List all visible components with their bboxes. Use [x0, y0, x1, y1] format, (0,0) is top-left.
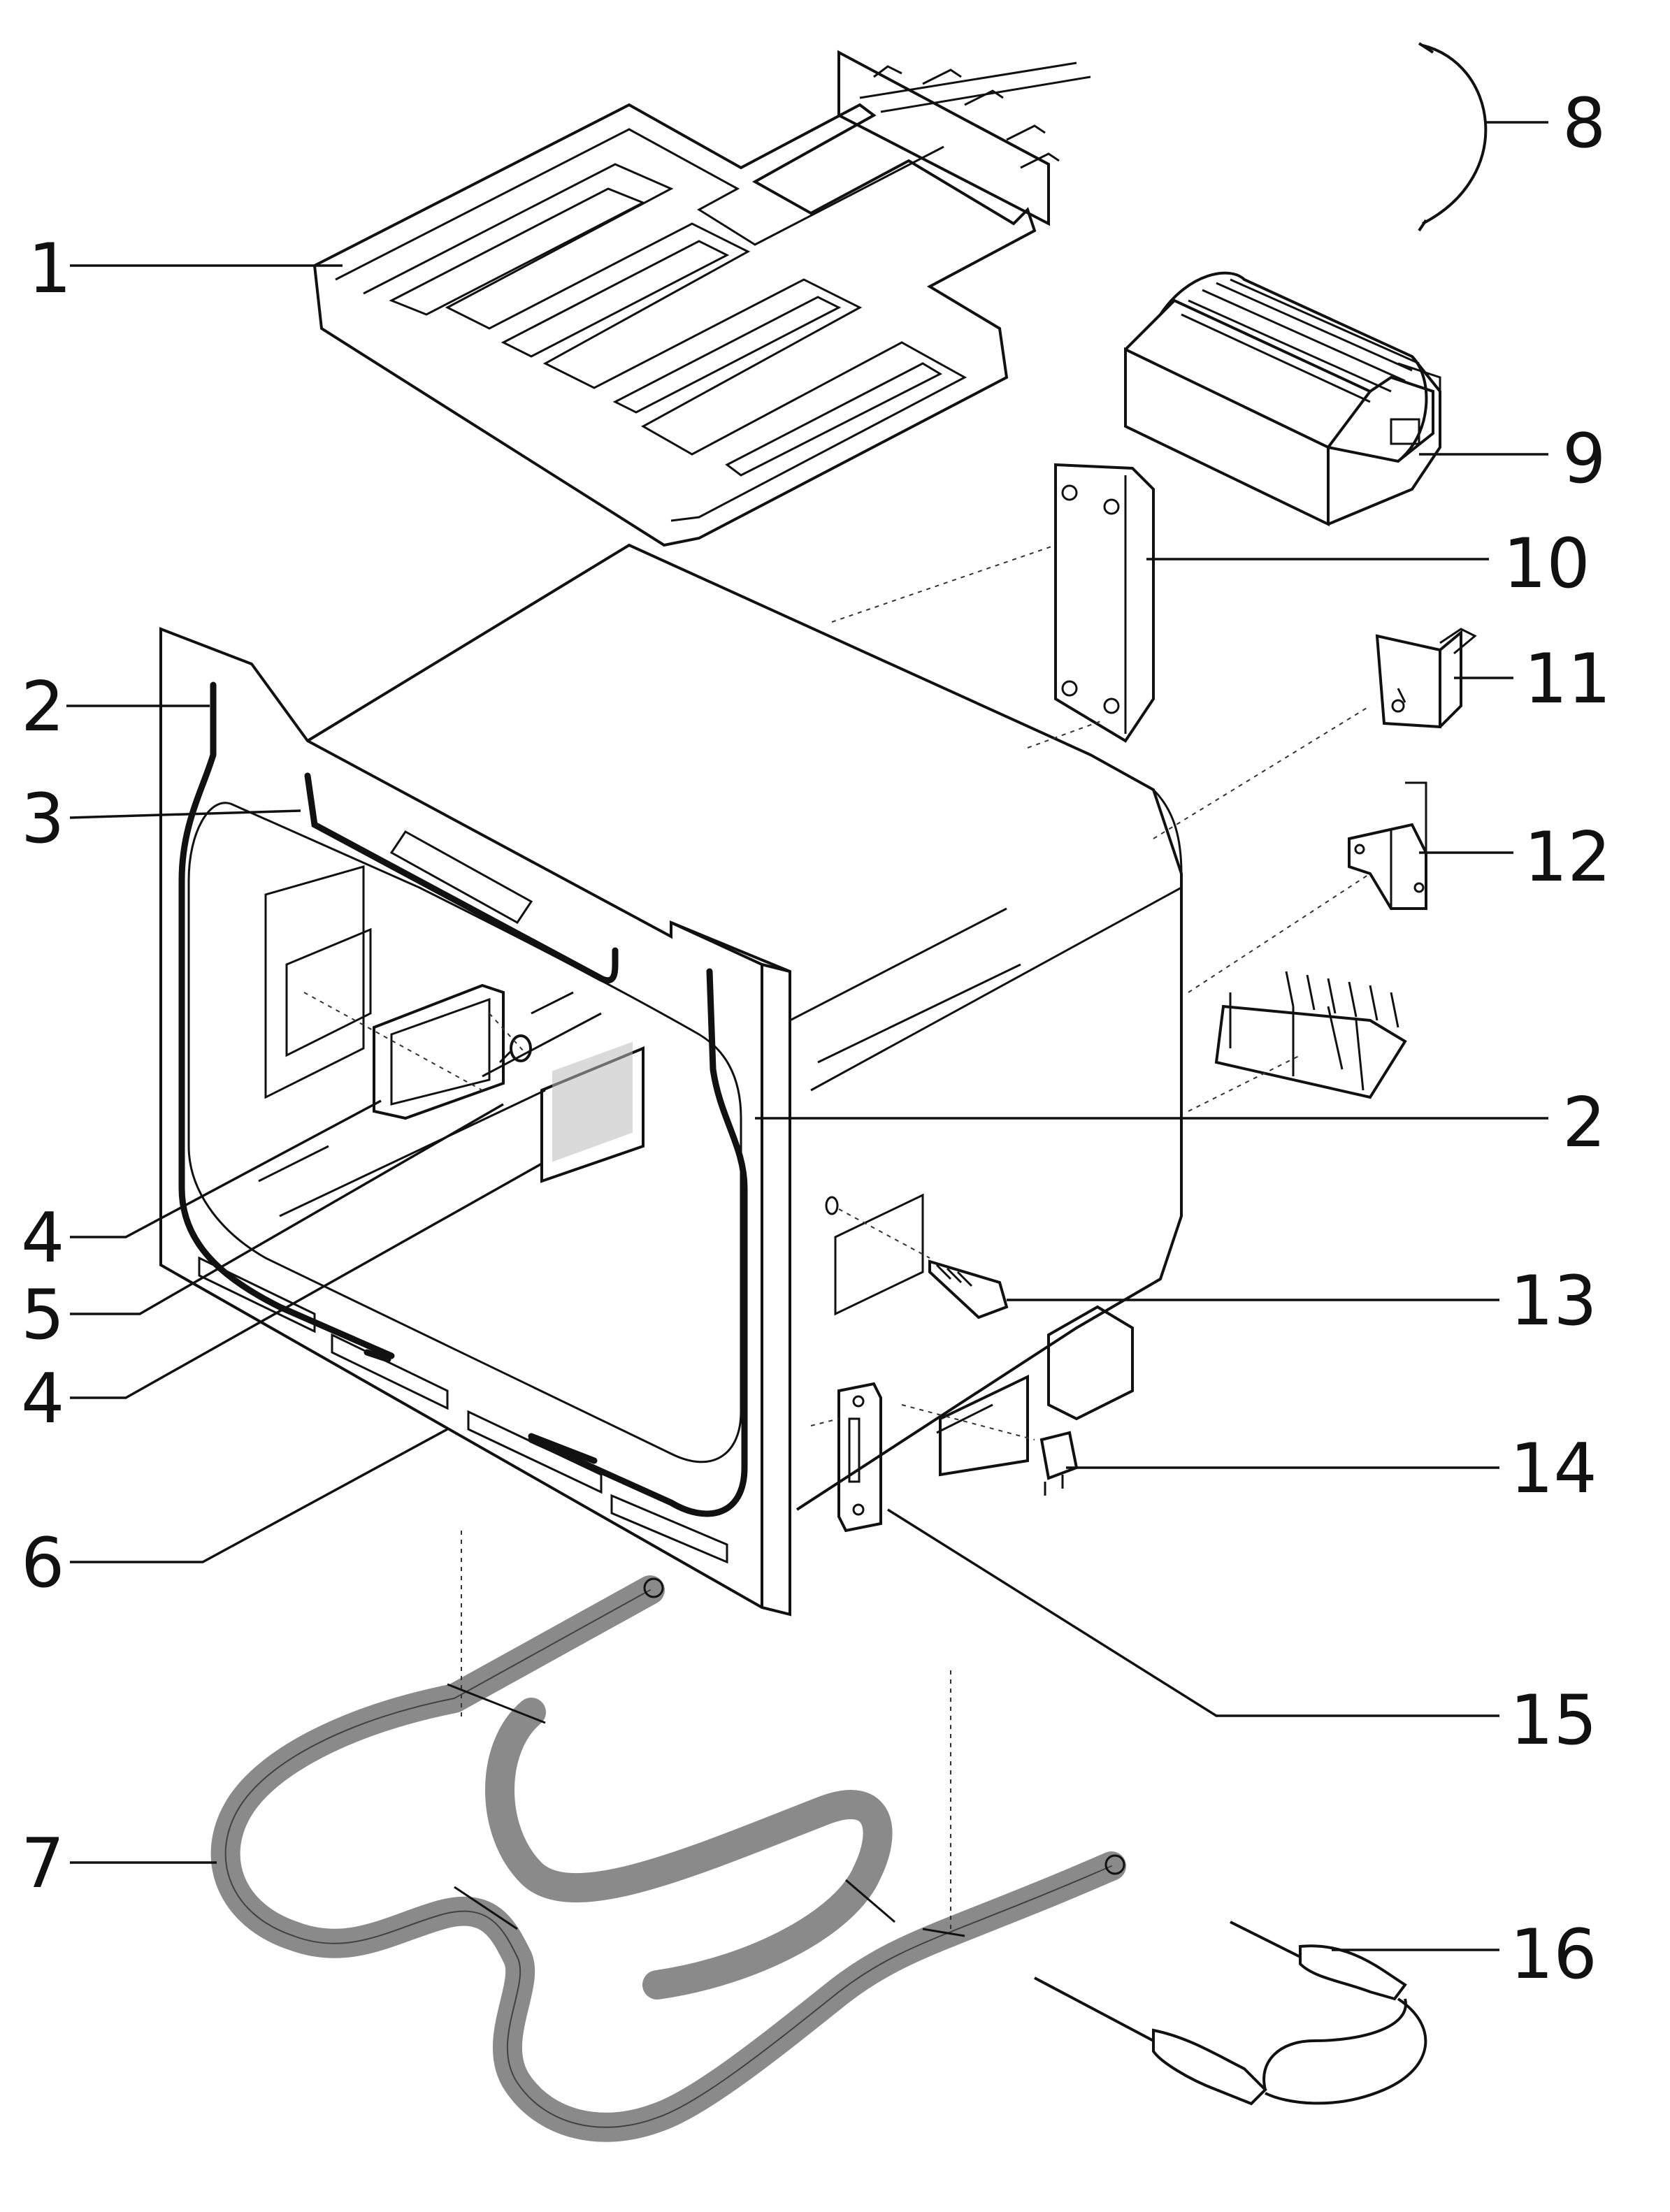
grill-heating-element [312, 50, 1091, 547]
lamp-lens-dots [552, 1041, 633, 1162]
oven-top-gasket [304, 772, 619, 983]
cable [1418, 42, 1488, 232]
meat-probe [1034, 1921, 1427, 2106]
door-gasket [363, 1349, 598, 1464]
switch [1348, 781, 1427, 910]
callout-11: 11 [1524, 639, 1611, 719]
oven-lamp [498, 1034, 532, 1064]
callout-13: 13 [1510, 1262, 1597, 1341]
leader-lines [66, 121, 1548, 1951]
callout-6: 6 [21, 1524, 64, 1603]
connector [1214, 971, 1407, 1099]
callout-9: 9 [1562, 419, 1606, 499]
callout-4-lower: 4 [21, 1359, 64, 1439]
callout-14: 14 [1510, 1429, 1597, 1509]
callout-12: 12 [1524, 818, 1611, 897]
hinge-receiver [825, 1193, 1134, 1477]
callout-1: 1 [28, 229, 71, 309]
callout-10: 10 [1503, 524, 1590, 604]
lower-heating-element [210, 1575, 1126, 2142]
callout-3: 3 [21, 779, 64, 859]
callout-labels: 1 2 3 4 5 4 6 7 8 9 10 11 12 2 13 14 15 … [21, 84, 1611, 1995]
callout-15: 15 [1510, 1681, 1597, 1761]
callout-4-upper: 4 [21, 1199, 64, 1278]
oven-side-gasket [178, 681, 748, 1517]
callout-16: 16 [1510, 1915, 1597, 1995]
assembly-lines [303, 544, 1371, 1929]
callout-7: 7 [21, 1824, 64, 1904]
switch-small [1039, 1431, 1079, 1496]
thermostat [1375, 628, 1477, 729]
hinge-bracket [837, 1382, 882, 1533]
callout-8: 8 [1562, 84, 1606, 164]
callout-2-left: 2 [21, 667, 64, 747]
cooling-fan [1124, 271, 1441, 527]
callout-2-right: 2 [1562, 1083, 1606, 1163]
callout-5: 5 [21, 1275, 64, 1355]
oven-cavity [159, 543, 1183, 1617]
lamp-cover [373, 983, 645, 1183]
bracket [1054, 463, 1155, 743]
